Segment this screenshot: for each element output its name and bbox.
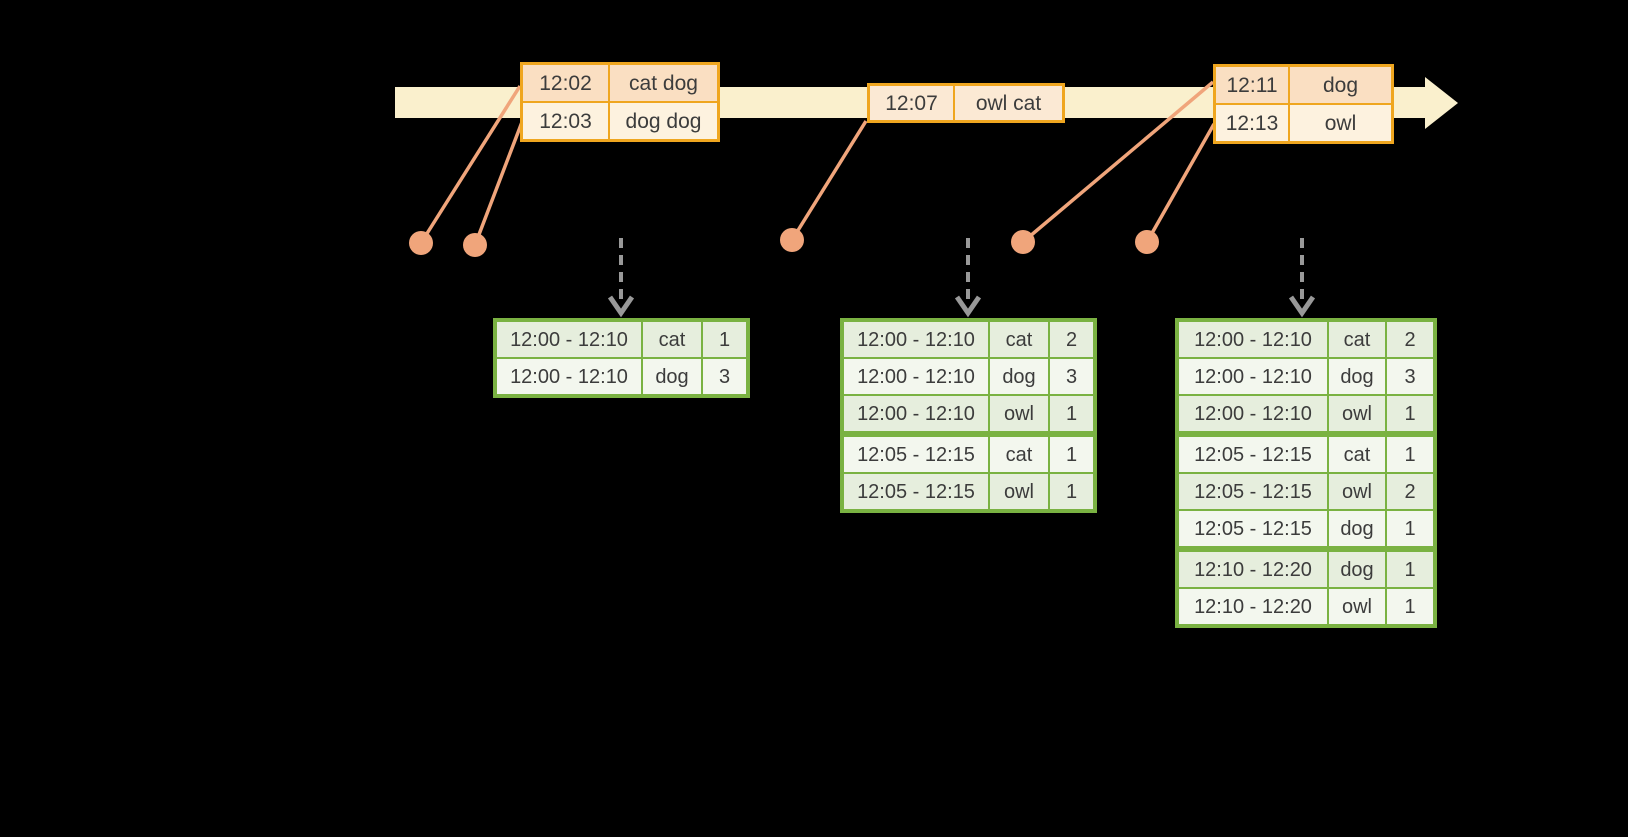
event-time-cell: 12:07 bbox=[870, 86, 953, 120]
count-cell: 1 bbox=[1387, 552, 1433, 587]
window-cell: 12:10 - 12:20 bbox=[1179, 552, 1327, 587]
word-cell: owl bbox=[1329, 474, 1385, 509]
count-cell: 3 bbox=[703, 359, 746, 394]
event-marker-dot bbox=[463, 233, 487, 257]
window-cell: 12:05 - 12:15 bbox=[1179, 437, 1327, 472]
event-marker-dot bbox=[1135, 230, 1159, 254]
word-cell: dog bbox=[990, 359, 1048, 394]
word-cell: dog bbox=[643, 359, 701, 394]
event-time-cell: 12:02 bbox=[523, 65, 608, 101]
window-cell: 12:05 - 12:15 bbox=[1179, 511, 1327, 546]
result-table-2: 12:00 - 12:10 cat 2 12:00 - 12:10 dog 3 … bbox=[840, 318, 1097, 513]
connector-line bbox=[473, 121, 524, 246]
count-cell: 1 bbox=[1050, 474, 1093, 509]
window-cell: 12:00 - 12:10 bbox=[1179, 322, 1327, 357]
output-arrows bbox=[607, 238, 1316, 318]
event-table-2: 12:07 owl cat bbox=[867, 83, 1065, 123]
word-cell: dog bbox=[1329, 511, 1385, 546]
event-words-cell: owl bbox=[1290, 105, 1391, 141]
event-words-cell: dog dog bbox=[610, 103, 717, 139]
word-cell: owl bbox=[1329, 589, 1385, 624]
count-cell: 1 bbox=[703, 322, 746, 357]
word-cell: dog bbox=[1329, 552, 1385, 587]
word-cell: cat bbox=[1329, 322, 1385, 357]
connector-lines bbox=[419, 80, 1216, 246]
window-cell: 12:00 - 12:10 bbox=[1179, 396, 1327, 431]
window-cell: 12:00 - 12:10 bbox=[844, 396, 988, 431]
timeline-arrowhead-icon bbox=[1425, 77, 1458, 129]
count-cell: 1 bbox=[1387, 511, 1433, 546]
window-group: 12:00 - 12:10 cat 2 12:00 - 12:10 dog 3 … bbox=[844, 322, 1093, 431]
window-cell: 12:05 - 12:15 bbox=[1179, 474, 1327, 509]
event-words-cell: owl cat bbox=[955, 86, 1062, 120]
window-group: 12:00 - 12:10 cat 2 12:00 - 12:10 dog 3 … bbox=[1179, 322, 1433, 431]
window-cell: 12:05 - 12:15 bbox=[844, 474, 988, 509]
window-cell: 12:00 - 12:10 bbox=[844, 359, 988, 394]
word-cell: dog bbox=[1329, 359, 1385, 394]
count-cell: 1 bbox=[1050, 437, 1093, 472]
word-cell: owl bbox=[990, 474, 1048, 509]
count-cell: 1 bbox=[1387, 589, 1433, 624]
event-words-cell: dog bbox=[1290, 67, 1391, 103]
window-cell: 12:10 - 12:20 bbox=[1179, 589, 1327, 624]
word-cell: cat bbox=[990, 322, 1048, 357]
event-table-3: 12:11 dog 12:13 owl bbox=[1213, 64, 1394, 144]
count-cell: 2 bbox=[1387, 322, 1433, 357]
window-group: 12:10 - 12:20 dog 1 12:10 - 12:20 owl 1 bbox=[1179, 552, 1433, 624]
event-time-cell: 12:13 bbox=[1216, 105, 1288, 141]
connector-line bbox=[1145, 123, 1216, 243]
word-cell: cat bbox=[1329, 437, 1385, 472]
window-cell: 12:00 - 12:10 bbox=[1179, 359, 1327, 394]
window-group: 12:05 - 12:15 cat 1 12:05 - 12:15 owl 1 bbox=[844, 437, 1093, 509]
event-time-cell: 12:03 bbox=[523, 103, 608, 139]
arrowhead-chevron-icon bbox=[1288, 295, 1316, 318]
word-cell: cat bbox=[643, 322, 701, 357]
event-marker-dot bbox=[409, 231, 433, 255]
result-table-1: 12:00 - 12:10 cat 1 12:00 - 12:10 dog 3 bbox=[493, 318, 750, 398]
event-marker-dot bbox=[1011, 230, 1035, 254]
count-cell: 1 bbox=[1387, 437, 1433, 472]
word-cell: owl bbox=[1329, 396, 1385, 431]
count-cell: 2 bbox=[1050, 322, 1093, 357]
arrowhead-chevron-icon bbox=[607, 295, 635, 318]
count-cell: 3 bbox=[1050, 359, 1093, 394]
window-cell: 12:00 - 12:10 bbox=[497, 322, 641, 357]
connector-line bbox=[790, 120, 868, 241]
connector-line bbox=[419, 85, 522, 244]
window-cell: 12:05 - 12:15 bbox=[844, 437, 988, 472]
word-cell: owl bbox=[990, 396, 1048, 431]
word-cell: cat bbox=[990, 437, 1048, 472]
window-cell: 12:00 - 12:10 bbox=[844, 322, 988, 357]
result-table-3: 12:00 - 12:10 cat 2 12:00 - 12:10 dog 3 … bbox=[1175, 318, 1437, 628]
event-marker-dot bbox=[780, 228, 804, 252]
count-cell: 3 bbox=[1387, 359, 1433, 394]
connector-line bbox=[1021, 80, 1215, 244]
count-cell: 1 bbox=[1387, 396, 1433, 431]
event-table-1: 12:02 cat dog 12:03 dog dog bbox=[520, 62, 720, 142]
count-cell: 1 bbox=[1050, 396, 1093, 431]
window-group: 12:05 - 12:15 cat 1 12:05 - 12:15 owl 2 … bbox=[1179, 437, 1433, 546]
arrowhead-chevron-icon bbox=[954, 295, 982, 318]
event-time-cell: 12:11 bbox=[1216, 67, 1288, 103]
event-words-cell: cat dog bbox=[610, 65, 717, 101]
window-cell: 12:00 - 12:10 bbox=[497, 359, 641, 394]
event-marker-dots bbox=[409, 228, 1159, 257]
window-group: 12:00 - 12:10 cat 1 12:00 - 12:10 dog 3 bbox=[497, 322, 746, 394]
count-cell: 2 bbox=[1387, 474, 1433, 509]
